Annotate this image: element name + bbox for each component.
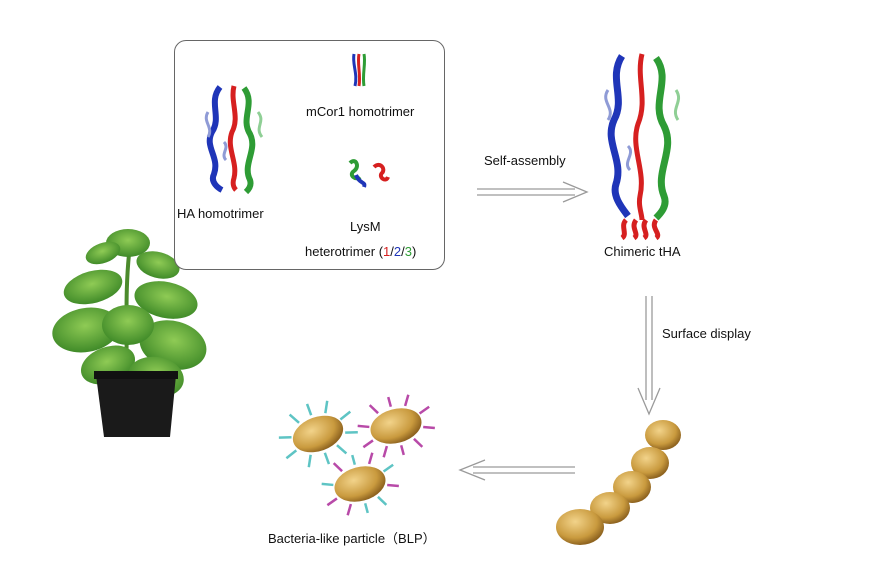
separator-2: /: [401, 244, 405, 259]
chain-2-number: 2: [393, 244, 402, 259]
surface-display-label: Surface display: [662, 326, 751, 341]
mcor1-homotrimer-label: mCor1 homotrimer: [306, 104, 415, 119]
separator-1: /: [390, 244, 394, 259]
bacteria-like-particle-icon: [278, 394, 435, 516]
lysm-label: LysM: [350, 219, 381, 234]
ha-protein-structure-icon: [204, 85, 264, 195]
chain-1-number: 1: [383, 244, 391, 259]
bacteria-chain-icon: [556, 420, 681, 545]
surface-display-arrow: [637, 296, 661, 416]
ha-homotrimer-label: HA homotrimer: [177, 206, 264, 221]
chimeric-tha-label: Chimeric tHA: [604, 244, 681, 259]
lysm-protein-structure-icon: [348, 159, 390, 188]
nicotiana-plant-icon: [52, 229, 207, 437]
self-assembly-arrow: [477, 181, 589, 203]
blp-arrow: [458, 459, 575, 481]
heterotrimer-prefix: heterotrimer (: [305, 244, 384, 259]
protein-components-panel: [174, 40, 445, 270]
chain-3-number: 3: [404, 244, 412, 259]
heterotrimer-label: heterotrimer (1/2/3): [305, 244, 416, 259]
chimeric-tha-structure-icon: [604, 53, 681, 241]
blp-label: Bacteria-like particle（BLP）: [268, 531, 436, 546]
self-assembly-label: Self-assembly: [484, 153, 566, 168]
heterotrimer-suffix: ): [411, 244, 417, 259]
mcor1-protein-structure-icon: [352, 53, 367, 87]
